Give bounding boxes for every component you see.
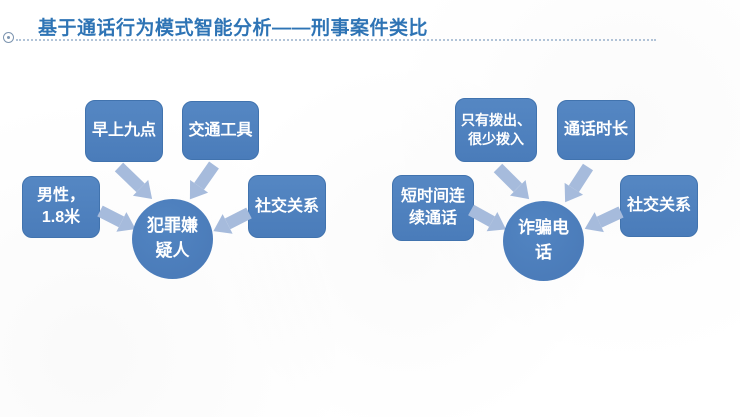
factor-box-male-height: 男性， 1.8米: [22, 176, 100, 238]
factor-box-transport: 交通工具: [182, 101, 259, 160]
center-node-fraud-call: 诈骗电 话: [503, 201, 584, 281]
center-node-criminal-suspect: 犯罪嫌 疑人: [132, 199, 213, 279]
arrow-social-to-suspect: [208, 203, 254, 241]
arrow-morning-to-suspect: [111, 159, 160, 207]
factor-box-only-outgoing: 只有拨出、 很少拨入: [455, 98, 537, 162]
factor-box-social-left: 社交关系: [248, 175, 326, 238]
arrow-social-to-fraud: [580, 202, 626, 239]
arrow-outgoing-to-fraud: [490, 160, 537, 207]
title-divider: [16, 39, 656, 41]
arrow-duration-to-fraud: [555, 161, 597, 209]
factor-box-call-duration: 通话时长: [557, 100, 635, 160]
factor-box-morning-nine: 早上九点: [85, 100, 163, 162]
slide-title: 基于通话行为模式智能分析——刑事案件类比: [38, 18, 429, 39]
factor-box-social-right: 社交关系: [620, 175, 698, 237]
factor-box-short-consecutive-calls: 短时间连 续通话: [392, 175, 474, 241]
arrow-transport-to-suspect: [180, 159, 223, 206]
title-bullet-icon: [3, 32, 14, 43]
